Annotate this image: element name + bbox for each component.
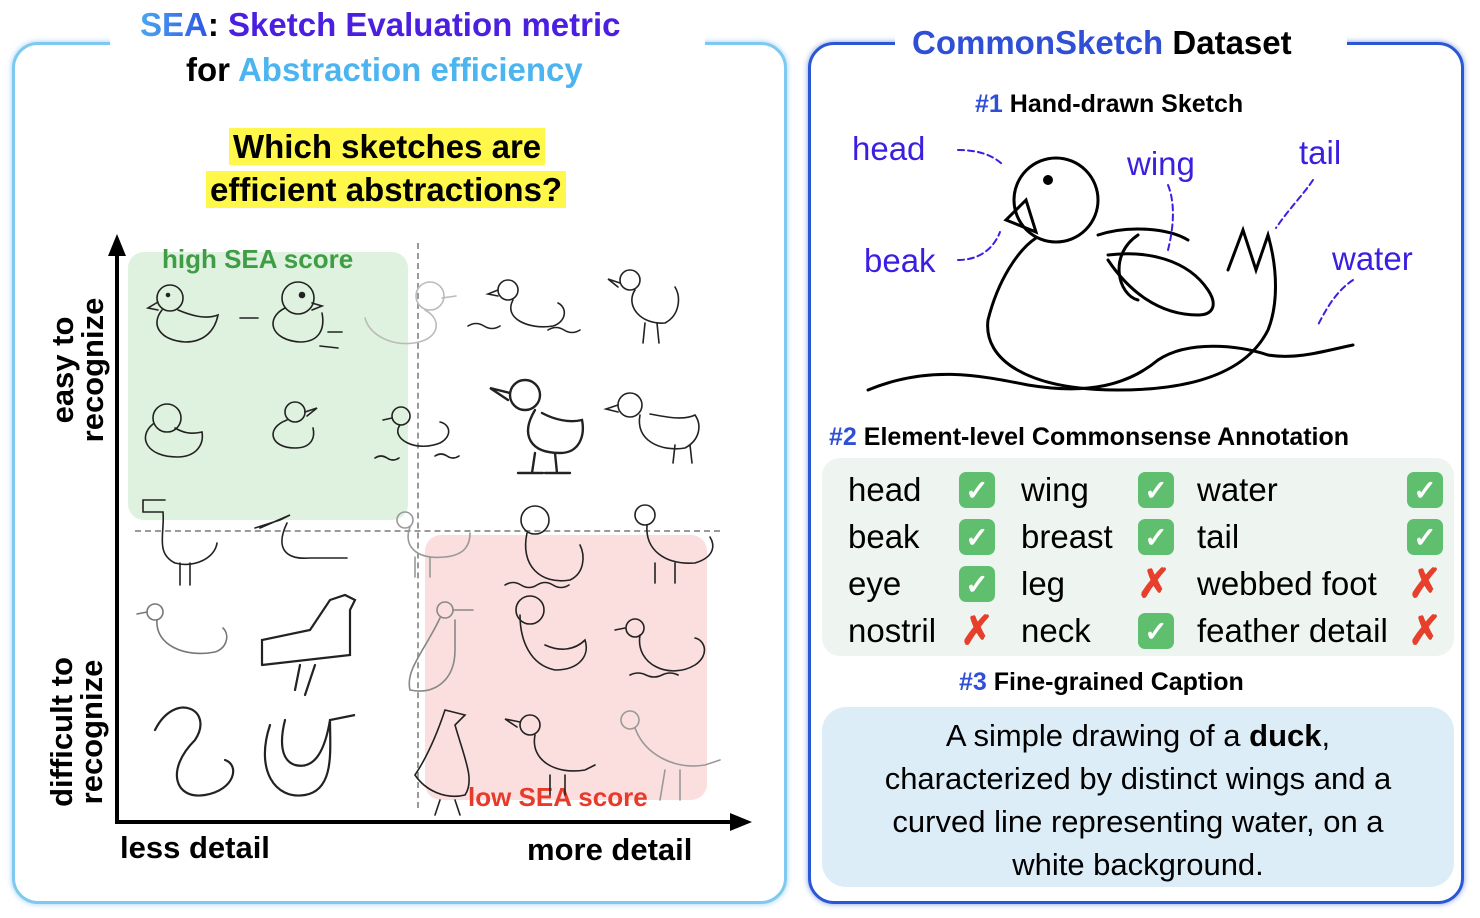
- section-1-label: Hand-drawn Sketch: [1009, 90, 1244, 118]
- check-icon: ✓: [1138, 472, 1174, 508]
- duck-sketch: [263, 713, 356, 797]
- duck-sketch: [136, 603, 228, 655]
- duck-sketch: [607, 269, 680, 344]
- low-score-label: low SEA score: [468, 782, 648, 812]
- duck-sketch: [144, 403, 204, 458]
- dataset-title-rest: Dataset: [1172, 24, 1292, 61]
- subtitle-for: for: [186, 51, 230, 88]
- annotation-label: feather detail: [1197, 612, 1388, 649]
- annotation-label: wing: [1021, 471, 1089, 508]
- sea-title-rest: Sketch Evaluation metric: [228, 6, 621, 43]
- title-gap-right: [895, 30, 1347, 58]
- dataset-brand: CommonSketch: [912, 24, 1164, 61]
- dataset-title: CommonSketch Dataset: [912, 24, 1292, 62]
- duck-sketch: [414, 709, 470, 816]
- duck-sketch: [396, 511, 471, 578]
- annotation-label: breast: [1021, 518, 1113, 555]
- low-score-region: [425, 535, 707, 800]
- duck-sketch: [142, 499, 218, 586]
- check-icon: ✓: [959, 566, 995, 602]
- duck-sketch: [239, 281, 343, 349]
- x-axis-left-label: less detail: [120, 830, 270, 865]
- cross-icon: ✗: [1408, 562, 1442, 606]
- caption-bold: duck: [1249, 718, 1322, 753]
- caption-line-3: curved line representing water, on a: [892, 804, 1384, 839]
- duck-sketch: [153, 706, 235, 797]
- caption-box: A simple drawing of a duck, characterize…: [822, 707, 1454, 887]
- sea-title: SEA: Sketch Evaluation metric: [140, 6, 621, 44]
- check-icon: ✓: [1138, 613, 1174, 649]
- cross-icon: ✗: [960, 609, 994, 653]
- question-text-2: efficient abstractions?: [206, 171, 567, 208]
- caption-line-4: white background.: [1012, 847, 1264, 882]
- section-3-number: #3: [959, 668, 987, 696]
- question-line-2: efficient abstractions?: [206, 171, 567, 209]
- section-2-title: #2 Element-level Commonsense Annotation: [829, 423, 1349, 452]
- cross-icon: ✗: [1137, 562, 1171, 606]
- duck-sketch-grid: [136, 269, 721, 816]
- annotation-label: beak: [848, 518, 920, 555]
- section-1-title: #1 Hand-drawn Sketch: [975, 90, 1243, 119]
- duck-sketch: [254, 514, 348, 559]
- duck-sketch: [489, 378, 584, 475]
- duck-sketch: [504, 505, 584, 589]
- caption-line-2: characterized by distinct wings and a: [884, 761, 1392, 796]
- caption-post: ,: [1321, 718, 1331, 753]
- main-duck-sketch: [866, 149, 1355, 392]
- annotation-label: water: [1197, 471, 1278, 508]
- duck-sketch: [364, 281, 457, 345]
- duck-sketch: [515, 595, 587, 671]
- question-line-1: Which sketches are: [229, 128, 546, 166]
- sea-acronym: SEA: [140, 6, 208, 43]
- annotation-label: webbed foot: [1197, 565, 1377, 602]
- part-label-wing: wing: [1127, 145, 1195, 182]
- caption-pre: A simple drawing of a: [945, 718, 1241, 753]
- part-label-tail: tail: [1299, 134, 1342, 171]
- section-1-number: #1: [975, 90, 1003, 118]
- annotation-label: tail: [1197, 518, 1240, 555]
- part-label-beak: beak: [864, 242, 936, 279]
- duck-sketch: [614, 618, 706, 678]
- horizontal-divider: [135, 530, 720, 532]
- section-3-label: Fine-grained Caption: [993, 668, 1244, 696]
- annotation-label: eye: [848, 565, 902, 602]
- section-2-label: Element-level Commonsense Annotation: [863, 423, 1350, 451]
- annotation-label: leg: [1021, 565, 1066, 602]
- section-2-number: #2: [829, 423, 857, 451]
- annotation-label: nostril: [848, 612, 937, 649]
- annotation-label: neck: [1021, 612, 1091, 649]
- duck-sketch: [603, 392, 700, 464]
- duck-sketch: [408, 601, 474, 692]
- question-text-1: Which sketches are: [229, 128, 546, 165]
- caption-line-1: A simple drawing of a duck,: [822, 714, 1454, 757]
- check-icon: ✓: [1138, 519, 1174, 555]
- section-3-title: #3 Fine-grained Caption: [959, 668, 1244, 697]
- title-colon: :: [207, 6, 219, 43]
- part-label-head: head: [852, 130, 926, 167]
- duck-sketch: [272, 401, 318, 449]
- duck-sketch: [145, 284, 220, 343]
- title-gap: [110, 30, 705, 58]
- axes: [108, 234, 752, 831]
- part-label-water: water: [1332, 240, 1413, 277]
- duck-sketch: [634, 504, 714, 584]
- annotation-label: head: [848, 471, 922, 508]
- cross-icon: ✗: [1408, 609, 1442, 653]
- subtitle-rest: Abstraction efficiency: [237, 51, 583, 88]
- x-axis-right-label: more detail: [527, 832, 693, 867]
- duck-sketch: [374, 406, 460, 461]
- check-icon: ✓: [1407, 519, 1443, 555]
- high-score-label: high SEA score: [162, 244, 354, 274]
- duck-sketch: [260, 593, 357, 697]
- high-score-region: [128, 252, 408, 520]
- check-icon: ✓: [959, 519, 995, 555]
- check-icon: ✓: [959, 472, 995, 508]
- check-icon: ✓: [1407, 472, 1443, 508]
- sea-subtitle: for Abstraction efficiency: [186, 51, 583, 89]
- duck-sketch: [620, 710, 721, 801]
- duck-sketch: [504, 714, 596, 796]
- vertical-divider: [417, 243, 419, 808]
- duck-sketch: [467, 279, 581, 334]
